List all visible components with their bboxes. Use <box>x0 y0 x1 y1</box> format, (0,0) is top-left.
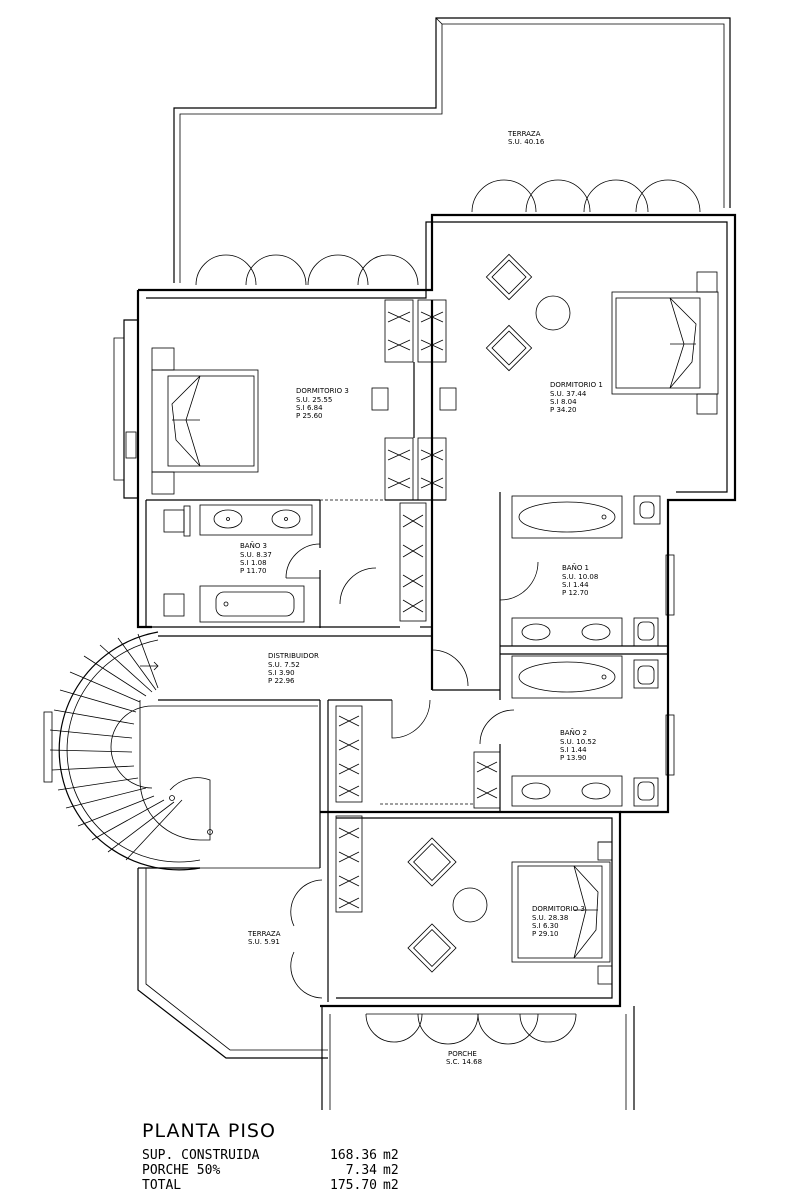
summary-unit: m2 <box>383 1178 399 1193</box>
dorm3b-si: S.I 6.30 <box>532 922 559 930</box>
terraza-small-su: S.U. 5.91 <box>248 938 280 946</box>
summary-value: 175.70 <box>330 1178 377 1193</box>
dorm3b-walls <box>320 810 622 1008</box>
exterior-walls <box>113 213 737 814</box>
distribuidor-p: P 22.96 <box>268 677 295 685</box>
dorm3b-p: P 29.10 <box>532 930 559 938</box>
dorm1-si: S.I 8.04 <box>550 398 577 406</box>
summary-label: PORCHE 50% <box>142 1163 221 1178</box>
bano1-p: P 12.70 <box>562 589 589 597</box>
summary-value: 168.36 <box>330 1148 377 1163</box>
spiral-stair <box>43 631 320 871</box>
distribuidor-si: S.I 3.90 <box>268 669 295 677</box>
dorm3a-si: S.I 6.84 <box>296 404 323 412</box>
terraza-small-name: TERRAZA <box>247 930 281 938</box>
bano3-si: S.I 1.08 <box>240 559 267 567</box>
interior-walls <box>145 300 668 700</box>
bano3-name: BAÑO 3 <box>240 541 267 550</box>
porche-sc: S.C. 14.68 <box>446 1058 482 1066</box>
bano2-su: S.U. 10.52 <box>560 738 596 746</box>
wardrobe-corridor <box>399 502 427 622</box>
porche-outline <box>321 1006 635 1110</box>
bano3-p: P 11.70 <box>240 567 267 575</box>
bano2-name: BAÑO 2 <box>560 728 587 737</box>
distribuidor-name: DISTRIBUIDOR <box>268 652 319 660</box>
terrace-top-outline <box>173 17 731 283</box>
bano2-p: P 13.90 <box>560 754 587 762</box>
window-arcs-dorm3a <box>195 254 419 291</box>
dorm3a-furniture <box>151 347 389 495</box>
terrace-small-outline <box>137 867 328 1059</box>
summary-row: PORCHE 50% 7.34 m2 <box>142 1163 442 1178</box>
wardrobes-center <box>384 299 457 501</box>
plan-title: PLANTA PISO <box>142 1120 276 1142</box>
dorm3b-furniture <box>407 837 611 973</box>
summary-row: TOTAL 175.70 m2 <box>142 1178 442 1193</box>
terraza-top-name: TERRAZA <box>507 130 541 138</box>
bano1-su: S.U. 10.08 <box>562 573 598 581</box>
dorm3b-name: DORMITORIO 3 <box>532 905 585 913</box>
window-arcs-dorm1 <box>471 179 701 213</box>
dorm3a-su: S.U. 25.55 <box>296 396 332 404</box>
summary-unit: m2 <box>383 1148 399 1163</box>
terraza-top-su: S.U. 40.16 <box>508 138 545 146</box>
wardrobes-dorm3b <box>335 705 363 913</box>
dorm1-furniture <box>485 253 719 415</box>
bano1-name: BAÑO 1 <box>562 563 589 572</box>
summary-value: 7.34 <box>345 1163 377 1178</box>
bano1-si: S.I 1.44 <box>562 581 589 589</box>
dorm3a-p: P 25.60 <box>296 412 323 420</box>
area-summary: PLANTA PISO SUP. CONSTRUIDA 168.36 m2 PO… <box>142 1120 442 1193</box>
dorm3a-name: DORMITORIO 3 <box>296 387 349 395</box>
summary-label: SUP. CONSTRUIDA <box>142 1148 260 1163</box>
dorm1-name: DORMITORIO 1 <box>550 381 603 389</box>
bano1-fixtures <box>499 495 661 647</box>
distribuidor-walls <box>158 567 501 1002</box>
porche-name: PORCHE <box>448 1050 477 1058</box>
bano2-si: S.I 1.44 <box>560 746 587 754</box>
dorm1-su: S.U. 37.44 <box>550 390 587 398</box>
summary-unit: m2 <box>383 1163 399 1178</box>
bano3-su: S.U. 8.37 <box>240 551 272 559</box>
dorm1-p: P 34.20 <box>550 406 577 414</box>
summary-row: SUP. CONSTRUIDA 168.36 m2 <box>142 1148 442 1163</box>
floor-plan: TERRAZA S.U. 40.16 DORMITORIO 1 S.U. 37.… <box>43 17 737 1110</box>
distribuidor-su: S.U. 7.52 <box>268 661 300 669</box>
room-labels: TERRAZA S.U. 40.16 DORMITORIO 1 S.U. 37.… <box>240 130 603 1066</box>
dorm3b-su: S.U. 28.38 <box>532 914 568 922</box>
bano3-fixtures <box>163 504 321 623</box>
summary-label: TOTAL <box>142 1178 182 1193</box>
